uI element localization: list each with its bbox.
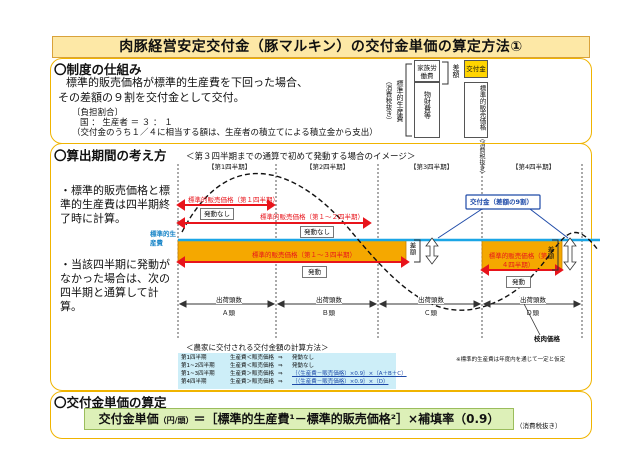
shipment-a-label: 出荷頭数 (216, 296, 242, 304)
price-note-vertical: （消費税抜き） (478, 134, 485, 177)
calc-cell: 生産費＜販売価格 (230, 363, 275, 369)
shipment-b-count: Ｂ頭 (322, 309, 335, 317)
quarter-label-3: 【第3四半期】 (410, 163, 454, 171)
burden-note: （交付金のうち１／４に相当する額は、生産者の積立てによる積立金から支出） (72, 128, 378, 138)
formula-label: 交付金単価 (98, 412, 159, 426)
quarter-label-1: 【第1四半期】 (208, 163, 252, 171)
shipment-b-label: 出荷頭数 (316, 296, 342, 304)
grant-box: 交付金 (464, 60, 488, 78)
price-box: 標準的販売価格 （消費税抜き） (464, 82, 488, 177)
formula-note: （消費税抜き） (516, 422, 562, 430)
left-text-1: ・標準的販売価格と標準的生産費は四半期終了時に計算。 (60, 184, 170, 225)
calc-cell: ⇒ (278, 371, 283, 377)
price-label-vertical: 標準的販売価格 (478, 85, 486, 131)
family-labor-box: 家族労働費 (414, 60, 440, 82)
burden-title: 〔負担割合〕 (72, 108, 124, 118)
price-q12-label: 標準的販売価格（第１～２四半期） (260, 213, 364, 221)
formula-body: ＝［標準的生産費¹－標準的販売価格²］×補填率（0.9） (193, 412, 500, 426)
calc-cell: 発動なし (292, 355, 315, 361)
calc-cell: 第1~3四半期 (181, 371, 215, 377)
calc-cell: 第4四半期 (181, 379, 207, 385)
diff-label-system: 差額 (452, 64, 460, 78)
family-labor-label: 家族労働費 (417, 64, 437, 80)
price-q1-label: 標準的販売価格（第１四半期） (188, 196, 279, 204)
calc-cell: 生産費＞販売価格 (230, 379, 275, 385)
cost-bracket (405, 63, 412, 137)
calc-cell: 発動なし (292, 363, 315, 369)
grant-label: 交付金 (466, 65, 486, 73)
calc-table (178, 353, 396, 389)
hog-price-label: 枝肉価格 (534, 335, 560, 343)
cost-label-vertical: 標準的生産費 (396, 80, 404, 122)
shipment-c-label: 出荷頭数 (418, 296, 444, 304)
calc-cell: ⇒ (278, 355, 283, 361)
system-heading: 〇制度の仕組み (54, 62, 142, 77)
property-cost-box: 物財費等 (414, 82, 440, 138)
no-trigger-q12: 発動なし (300, 226, 334, 238)
calc-cell: ｛（生産費－販売価格）×0.9｝×（D） (292, 379, 389, 385)
system-desc-line1: 標準的販売価格が標準的生産費を下回った場合、 (66, 76, 308, 89)
period-panel (50, 143, 592, 391)
no-trigger-q1: 発動なし (200, 208, 234, 220)
shipment-d-count: Ｄ頭 (526, 309, 539, 317)
footnote: ※標準的生産費は年度内を通じて一定と仮定 (456, 357, 566, 363)
diff-label-q3: 差額 (408, 242, 416, 255)
trigger-q13: 発動 (302, 266, 327, 278)
calc-cell: 第1~2四半期 (181, 363, 215, 369)
unit-panel (50, 391, 592, 439)
left-text-2: ・当該四半期に発動がなかった場合は、次の四半期と通算して計算。 (60, 258, 170, 313)
unit-heading: 〇交付金単価の算定 (54, 395, 167, 410)
cost-note-vertical: （消費税抜き） (384, 78, 392, 124)
price-q13-label: 標準的販売価格（第１～３四半期） (252, 251, 356, 259)
price-q4-label: 標準的販売価格（第４四半期） (488, 252, 548, 269)
burden-ratio: 国 ： 生産者 ＝ ３ ： １ (80, 118, 173, 128)
calc-cell: 生産費＞販売価格 (230, 371, 275, 377)
formula-unit: （円/頭） (158, 416, 194, 425)
trigger-q4: 発動 (506, 276, 531, 288)
calc-caption: ＜農家に交付される交付金額の計算方法＞ (186, 343, 329, 352)
diff-label-q4: 差額 (546, 246, 554, 259)
shipment-c-count: Ｃ頭 (424, 309, 437, 317)
grant-callout: 交付金（差額の9割） (470, 198, 534, 206)
property-cost-label: 物財費等 (423, 91, 432, 119)
std-cost-label: 標準的生産費 (150, 230, 176, 247)
system-desc-line2: その差額の９割を交付金として交付。 (58, 91, 245, 104)
calc-cell: ⇒ (278, 379, 283, 385)
quarter-label-2: 【第2四半期】 (306, 163, 350, 171)
quarter-label-4: 【第4四半期】 (512, 163, 556, 171)
calc-cell: 生産費＜販売価格 (230, 355, 275, 361)
period-heading: 〇算出期間の考え方 (54, 148, 167, 163)
calc-cell: ｛（生産費－販売価格）×0.9｝×（A＋B＋C） (292, 371, 407, 377)
image-caption: ＜第３四半期までの通算で初めて発動する場合のイメージ＞ (186, 152, 416, 162)
calc-cell: ⇒ (278, 363, 283, 369)
formula-box: 交付金単価（円/頭）＝［標準的生産費¹－標準的販売価格²］×補填率（0.9） (84, 408, 514, 430)
page-title: 肉豚経営安定交付金（豚マルキン）の交付金単価の算定方法① (52, 36, 590, 58)
shipment-a-count: Ａ頭 (222, 309, 235, 317)
diff-bracket (442, 61, 449, 85)
calc-cell: 第1四半期 (181, 355, 207, 361)
shipment-d-label: 出荷頭数 (520, 296, 546, 304)
